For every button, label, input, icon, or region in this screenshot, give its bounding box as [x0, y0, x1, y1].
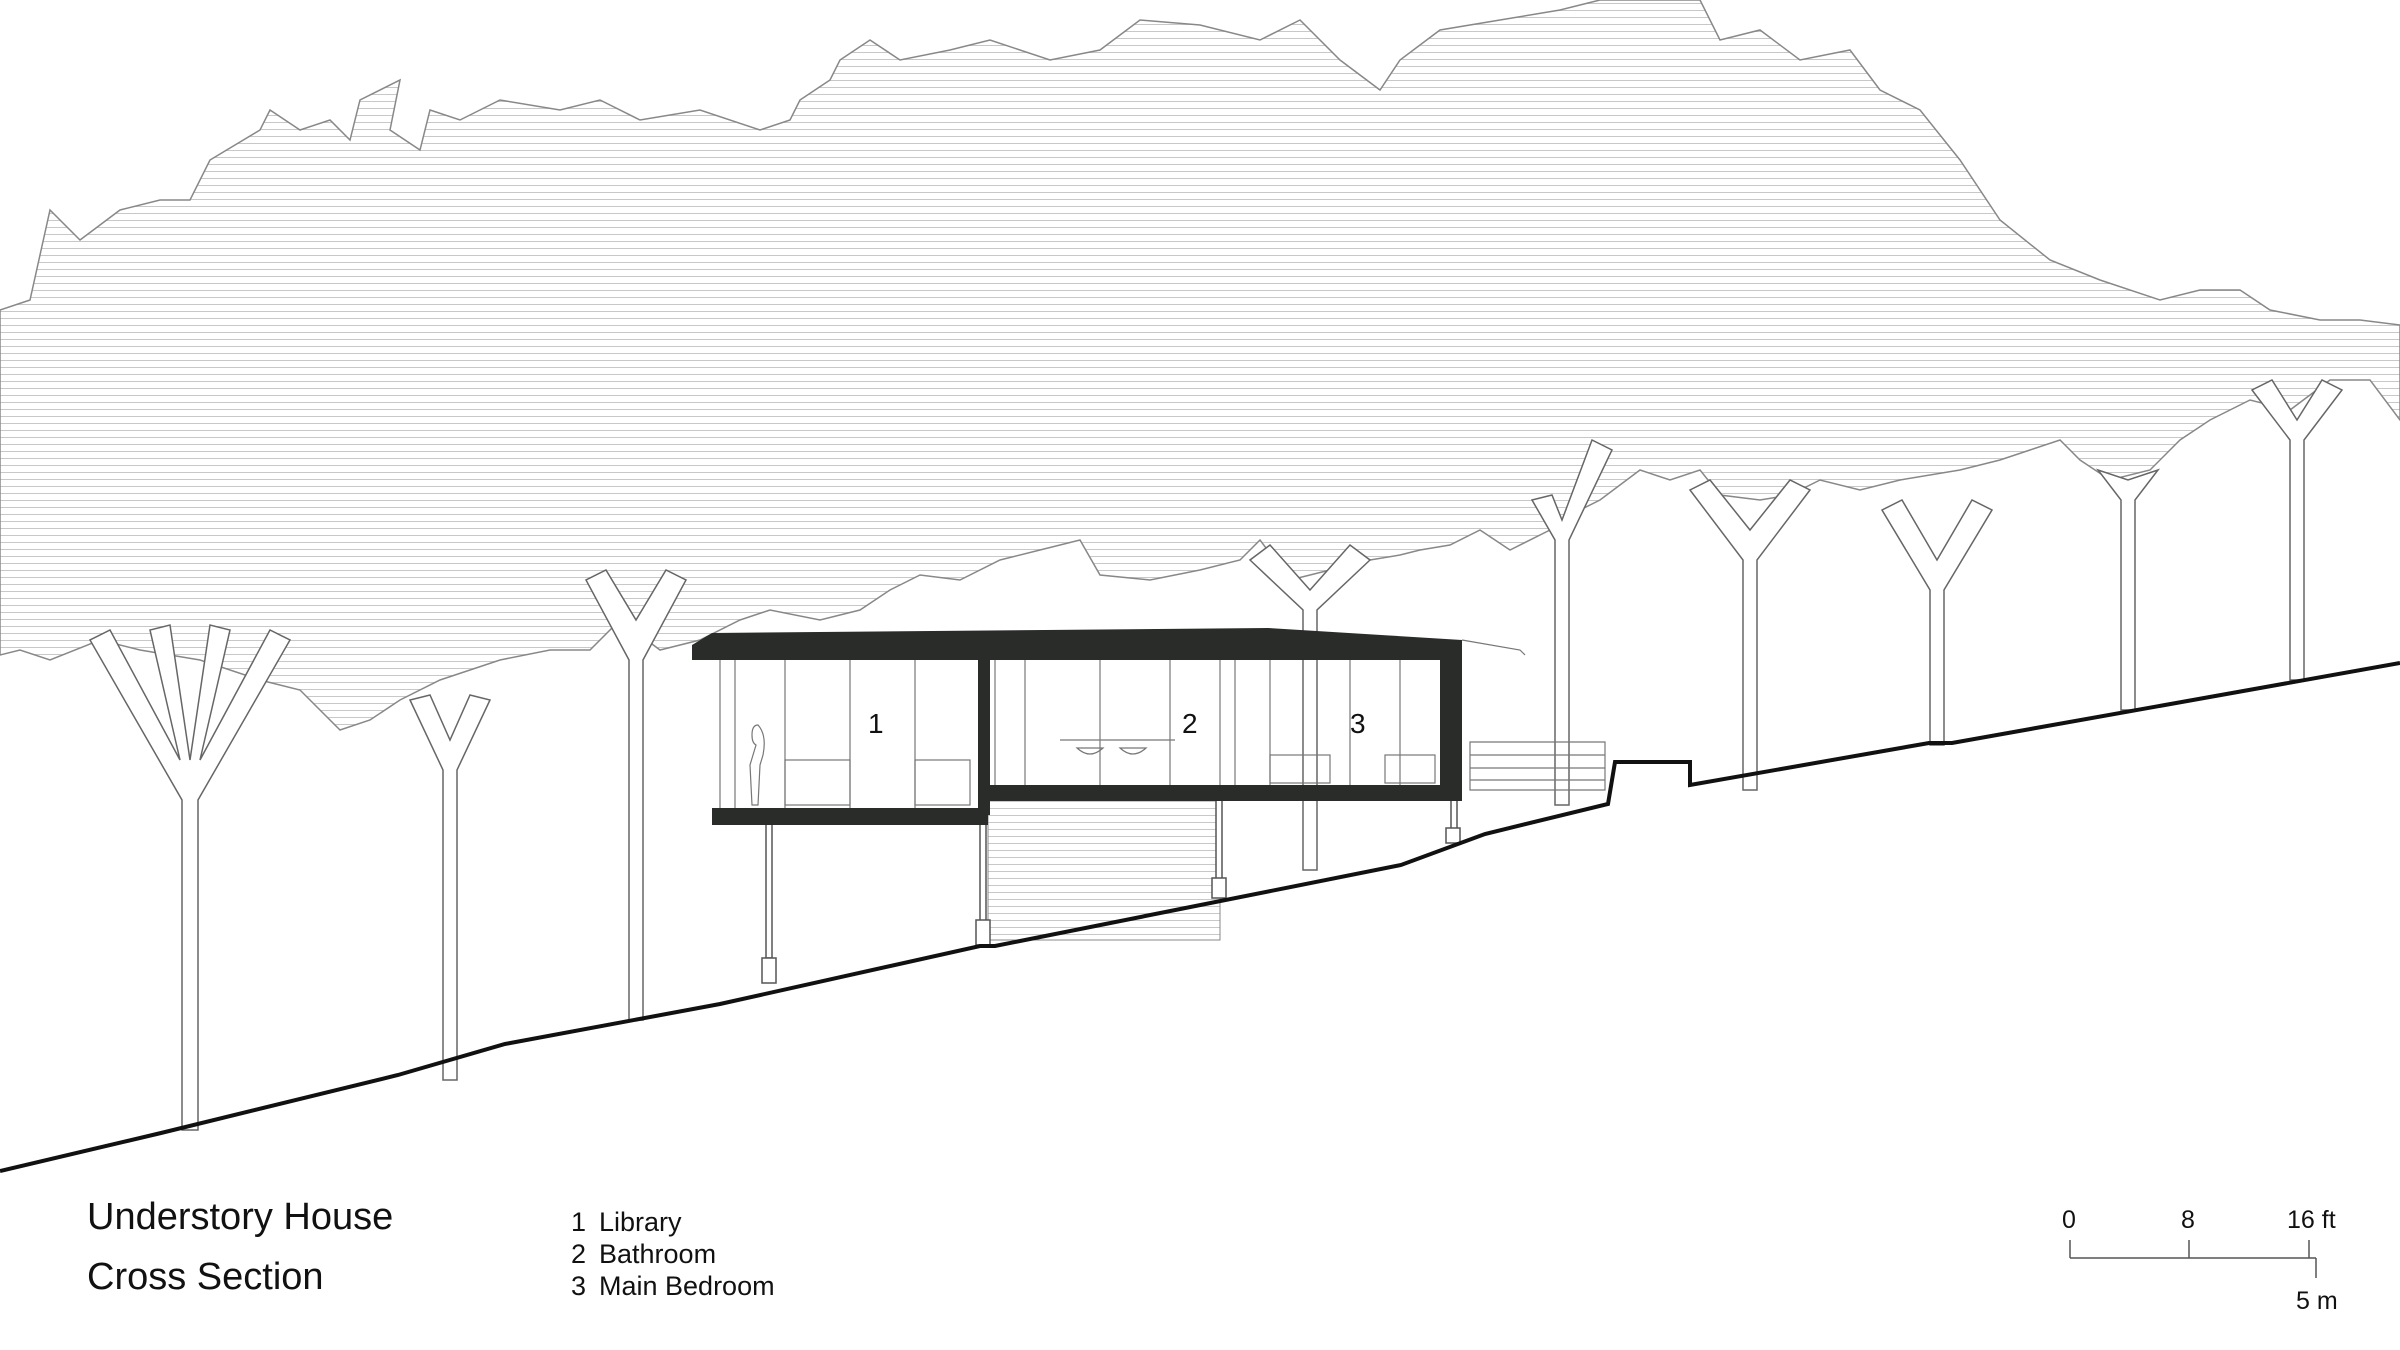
drawing-subtitle: Cross Section: [87, 1256, 324, 1298]
room-tag-1: 1: [868, 708, 884, 739]
scale-bar: [2069, 1240, 2317, 1278]
stair: [987, 799, 1221, 941]
tree: [1880, 499, 1994, 746]
trees: [88, 379, 2344, 1131]
tree: [584, 569, 688, 1021]
room-tag-3: 3: [1350, 708, 1366, 739]
roof-slab: [692, 628, 1462, 660]
drawing-title: Understory House: [87, 1196, 394, 1238]
tree: [1688, 479, 1812, 791]
tree-canopy: [0, 0, 2400, 731]
tree: [2250, 379, 2344, 681]
right-floor: [988, 785, 1462, 801]
house-section: 1 2 3: [692, 628, 1606, 825]
left-floor: [712, 808, 988, 825]
tree: [1530, 438, 1613, 806]
scale-label-8: 8: [2181, 1206, 2195, 1234]
scale-label-16ft: 16 ft: [2287, 1206, 2336, 1234]
room-tag-2: 2: [1182, 708, 1198, 739]
end-wall: [1440, 655, 1462, 801]
scale-label-5m: 5 m: [2296, 1287, 2338, 1315]
ground-line: [0, 661, 2400, 1173]
tree: [408, 694, 492, 1081]
tree: [88, 624, 292, 1131]
human-figure: [749, 724, 765, 806]
mid-wall: [978, 655, 990, 815]
posts: [761, 799, 1461, 984]
scale-label-0: 0: [2062, 1206, 2076, 1234]
tree: [1248, 543, 1372, 871]
tree: [2095, 468, 2161, 711]
